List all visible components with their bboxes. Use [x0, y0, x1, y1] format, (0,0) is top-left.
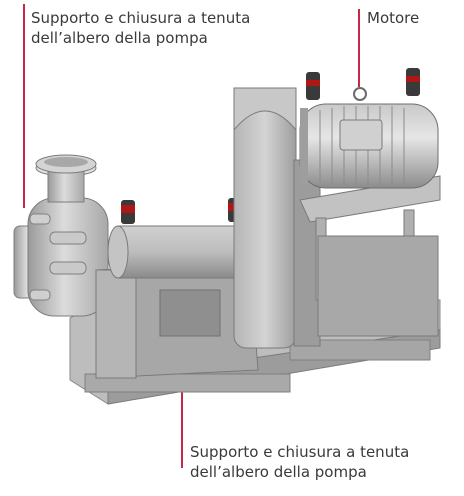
motor — [299, 68, 439, 189]
leader-line-top-left — [23, 4, 25, 208]
label-bottom-line1: Supporto e chiusura a tenuta — [190, 443, 410, 461]
label-bottom: Supporto e chiusura a tenuta dell’albero… — [190, 442, 409, 482]
motor-mount — [299, 175, 441, 337]
pump-casing — [13, 154, 109, 317]
label-motor: Motore — [367, 9, 420, 27]
label-top-left-line1: Supporto e chiusura a tenuta — [31, 9, 251, 27]
label-top-left: Supporto e chiusura a tenuta dell’albero… — [31, 8, 250, 48]
label-bottom-line2: dell’albero della pompa — [190, 463, 367, 481]
leader-line-top-right — [358, 9, 360, 87]
label-top-left-line2: dell’albero della pompa — [31, 29, 208, 47]
